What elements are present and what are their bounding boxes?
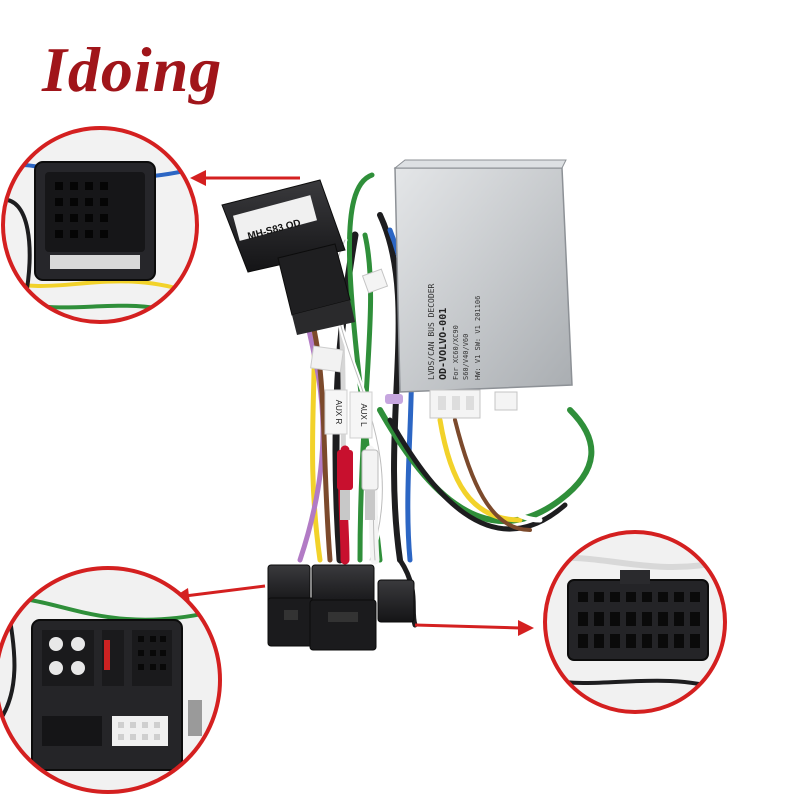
top-black-connector: MH-S83 OD — [221, 179, 355, 335]
aux-l-label: AUX L — [359, 403, 368, 427]
bottom-black-connectors — [267, 564, 415, 651]
aux-r-label: AUX R — [334, 400, 343, 425]
wire-sticker — [310, 345, 344, 373]
aux-labels: AUX R AUX L — [324, 389, 373, 439]
callout-bottom-right — [545, 532, 725, 712]
purple-tip — [385, 394, 403, 404]
decoder-line3: For XC60/XC90 — [452, 325, 460, 380]
brand-logo: Idoing — [42, 34, 223, 105]
callout-bottom-right-ring — [543, 530, 727, 714]
decoder-line2: OD-VOLVO-001 — [438, 308, 449, 380]
callout-bottom-left — [0, 568, 220, 792]
decoder-box: LVDS/CAN BUS DECODER OD-VOLVO-001 For XC… — [393, 159, 573, 419]
decoder-line5: HW: V1 SW: V1 201106 — [474, 296, 482, 380]
red-arrow-top — [190, 170, 300, 186]
callout-bottom-left-ring — [0, 566, 222, 794]
rca-plugs — [337, 449, 379, 520]
callout-top-left-ring — [1, 126, 199, 324]
white-plug-top — [361, 268, 389, 294]
decoder-line4: S60/V40/V60 — [462, 334, 470, 380]
decoder-line1: LVDS/CAN BUS DECODER — [427, 283, 436, 380]
callout-top-left — [3, 128, 197, 322]
red-arrow-bottom-right — [414, 620, 534, 636]
